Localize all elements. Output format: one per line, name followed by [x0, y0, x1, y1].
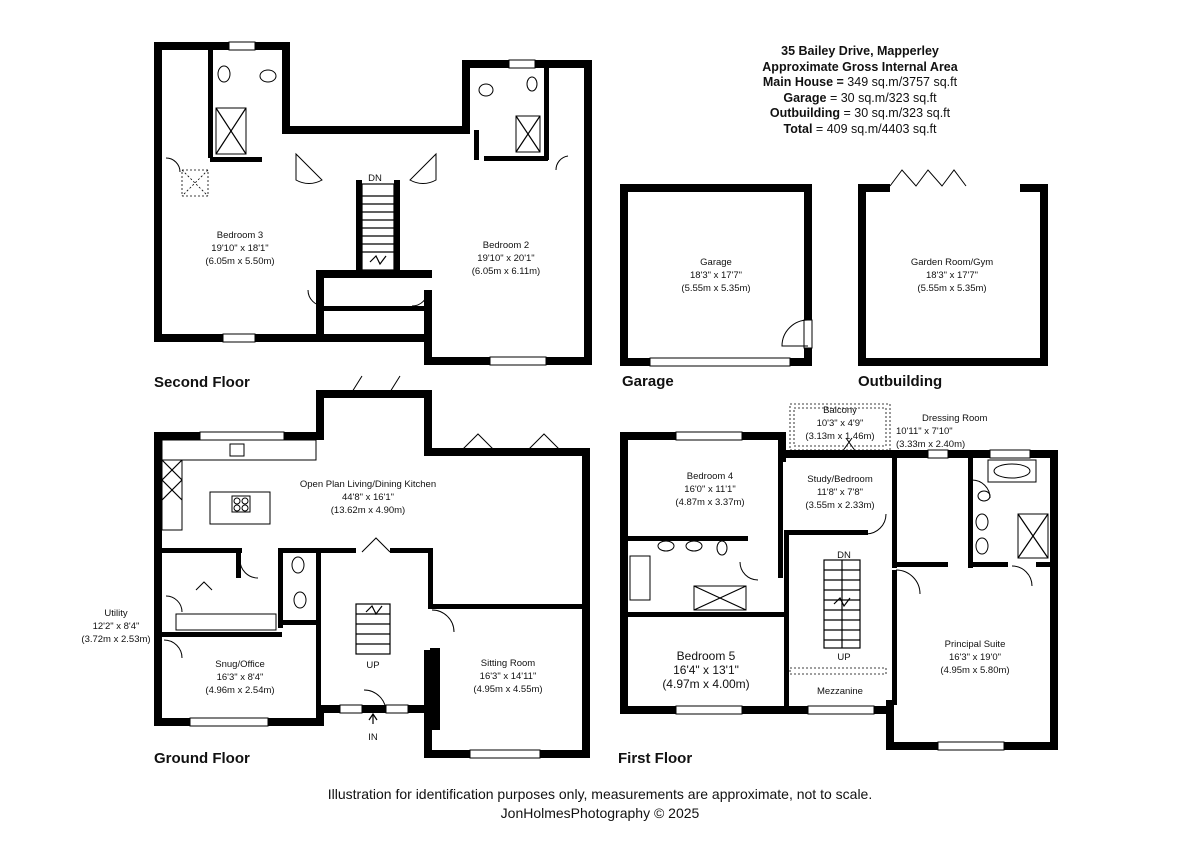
ground-floor-label: Ground Floor	[154, 750, 250, 767]
first-floor-dn-label: DN	[837, 550, 851, 561]
principal-suite-name: Principal Suite	[945, 639, 1006, 650]
principal-suite-imperial: 16'3" x 19'0"	[949, 652, 1001, 663]
credit: JonHolmesPhotography © 2025	[500, 805, 700, 821]
garden-room-metric: (5.55m x 5.35m)	[917, 283, 986, 294]
address: 35 Bailey Drive, Mapperley	[781, 44, 939, 58]
bedroom-4-metric: (4.87m x 3.37m)	[675, 497, 744, 508]
sitting-room-imperial: 16'3" x 14'11"	[480, 671, 537, 682]
utility-name: Utility	[104, 608, 127, 619]
study-metric: (3.55m x 2.33m)	[805, 500, 874, 511]
first-floor-label: First Floor	[618, 750, 692, 767]
second-floor-label: Second Floor	[154, 374, 250, 391]
second-floor-plan: DN Bedroom 3 19'10" x 18'1" (6.05m x 5.5…	[154, 41, 592, 391]
ground-floor-stairs	[355, 603, 391, 655]
garage-metric: (5.55m x 5.35m)	[681, 283, 750, 294]
garage-value: = 30 sq.m/323 sq.ft	[829, 90, 937, 105]
dressing-room-metric: (3.33m x 2.40m)	[896, 439, 965, 450]
garden-room-name: Garden Room/Gym	[911, 257, 993, 268]
total-value: = 409 sq.m/4403 sq.ft	[815, 121, 937, 136]
garage-floor-label: Garage	[622, 373, 674, 390]
snug-imperial: 16'3" x 8'4"	[217, 672, 264, 683]
study-imperial: 11'8" x 7'8"	[817, 487, 863, 498]
ground-floor-plan: UP IN Open Plan Living/Dining Kitchen 44…	[81, 375, 590, 767]
sitting-room-name: Sitting Room	[481, 658, 535, 669]
snug-metric: (4.96m x 2.54m)	[205, 685, 274, 696]
first-floor-up-label: UP	[837, 652, 850, 663]
first-floor-stairs	[823, 559, 861, 649]
footer: Illustration for identification purposes…	[0, 785, 1200, 823]
dressing-room-imperial: 10'11" x 7'10"	[896, 426, 953, 437]
outbuilding-value: = 30 sq.m/323 sq.ft	[843, 106, 951, 120]
bedroom-2-name: Bedroom 2	[483, 240, 529, 251]
outbuilding-floor-label: Outbuilding	[858, 373, 942, 390]
balcony-name: Balcony	[823, 405, 857, 416]
open-plan-metric: (13.62m x 4.90m)	[331, 505, 405, 516]
bedroom-3-name: Bedroom 3	[217, 230, 263, 241]
dressing-room-name: Dressing Room	[922, 413, 988, 424]
ground-floor-up-label: UP	[366, 660, 379, 671]
study-name: Study/Bedroom	[807, 474, 873, 485]
open-plan-imperial: 44'8" x 16'1"	[342, 492, 394, 503]
balcony-imperial: 10'3" x 4'9"	[817, 418, 864, 429]
area-summary: 35 Bailey Drive, Mapperley Approximate G…	[700, 44, 1020, 137]
outbuilding-label: Outbuilding	[769, 106, 840, 120]
open-plan-name: Open Plan Living/Dining Kitchen	[300, 479, 436, 490]
bedroom-4-imperial: 16'0" x 11'1"	[684, 484, 735, 495]
second-floor-dn-label: DN	[368, 173, 382, 184]
utility-imperial: 12'2" x 8'4"	[93, 621, 140, 632]
first-floor-plan: Dressing Room 10'11" x 7'10" (3.33m x 2.…	[618, 403, 1058, 767]
bedroom-4-name: Bedroom 4	[687, 471, 733, 482]
disclaimer: Illustration for identification purposes…	[327, 786, 873, 802]
bedroom-2-metric: (6.05m x 6.11m)	[472, 266, 540, 277]
total-label: Total	[783, 121, 813, 136]
garage-label: Garage	[783, 90, 827, 105]
principal-suite-metric: (4.95m x 5.80m)	[940, 665, 1009, 676]
bedroom-2-imperial: 19'10" x 20'1"	[477, 253, 534, 264]
garden-room-imperial: 18'3" x 17'7"	[926, 270, 978, 281]
bedroom-3-imperial: 19'10" x 18'1"	[211, 243, 268, 254]
mezzanine-name: Mezzanine	[817, 686, 863, 697]
garage-imperial: 18'3" x 17'7"	[690, 270, 742, 281]
main-house-value: 349 sq.m/3757 sq.ft	[847, 75, 958, 89]
bedroom-5-metric: (4.97m x 4.00m)	[662, 677, 749, 691]
utility-metric: (3.72m x 2.53m)	[81, 634, 150, 645]
bedroom-5-name: Bedroom 5	[677, 649, 736, 663]
balcony-metric: (3.13m x 1.46m)	[805, 431, 874, 442]
garage-room-name: Garage	[700, 257, 732, 268]
main-house-label: Main House =	[762, 75, 844, 89]
bedroom-3-metric: (6.05m x 5.50m)	[205, 256, 274, 267]
bedroom-5-imperial: 16'4" x 13'1"	[673, 663, 739, 677]
sitting-room-metric: (4.95m x 4.55m)	[473, 684, 542, 695]
entrance-label: IN	[368, 732, 378, 743]
garage-plan: Garage 18'3" x 17'7" (5.55m x 5.35m) Gar…	[620, 184, 813, 390]
second-floor-stairs	[361, 183, 395, 271]
area-title: Approximate Gross Internal Area	[762, 59, 958, 74]
outbuilding-plan: Garden Room/Gym 18'3" x 17'7" (5.55m x 5…	[858, 169, 1048, 390]
snug-name: Snug/Office	[215, 659, 264, 670]
